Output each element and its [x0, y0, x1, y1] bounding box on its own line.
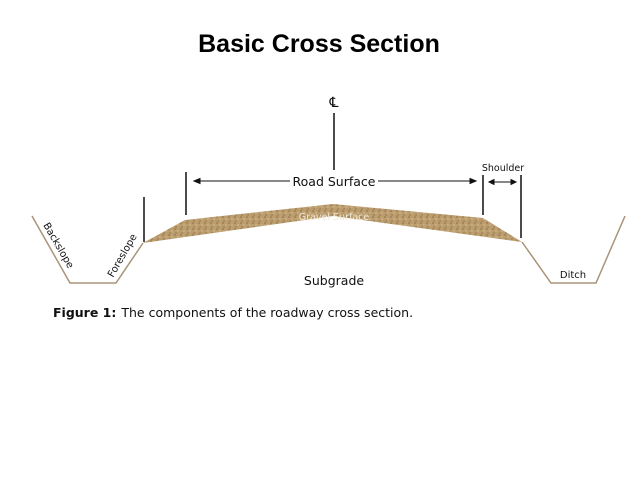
diagram-title: Basic Cross Section	[198, 30, 440, 58]
shoulder-arrow	[487, 178, 518, 186]
figure-caption: Figure 1: The components of the roadway c…	[53, 305, 413, 320]
gravel-surface-label: Gravel Surface	[299, 212, 370, 223]
centerline-symbol: ℄	[329, 95, 339, 111]
road-surface-label: Road Surface	[293, 174, 376, 189]
road-surface-arrow	[192, 177, 478, 185]
shoulder-label: Shoulder	[482, 163, 524, 174]
subgrade-label: Subgrade	[304, 273, 364, 288]
right-ditch-profile	[521, 215, 626, 284]
caption-text: The components of the roadway cross sect…	[121, 305, 414, 320]
caption-label: Figure 1:	[53, 305, 117, 320]
left-ditch-profile	[31, 215, 144, 284]
ditch-label: Ditch	[560, 270, 586, 281]
gravel-layer	[143, 204, 522, 243]
